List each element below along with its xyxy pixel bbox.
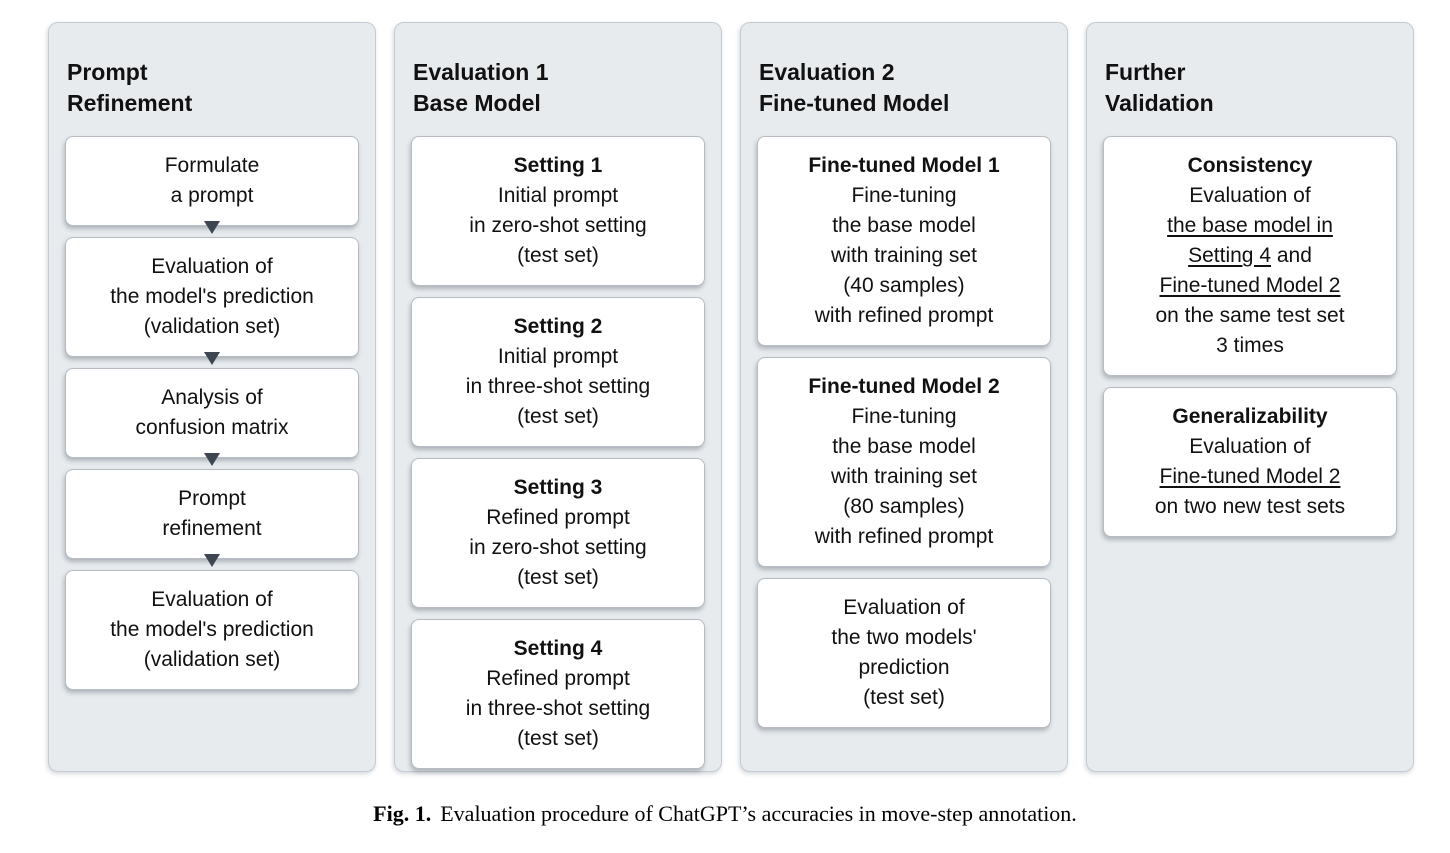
box-line: in three-shot setting xyxy=(465,375,651,398)
flow-box: Setting 1 Initial prompt in zero-shot sett… xyxy=(411,136,705,286)
caption-text: Evaluation procedure of ChatGPT’s accura… xyxy=(440,801,1077,826)
box-line: confusion matrix xyxy=(135,416,289,439)
box-line: (validation set) xyxy=(143,315,281,338)
box-line: the base model in xyxy=(1167,214,1333,237)
arrow-down-icon xyxy=(204,352,220,365)
box-line: Evaluation of xyxy=(843,596,965,619)
flow-box: Analysis of confusion matrix xyxy=(65,368,359,466)
arrow-down-icon xyxy=(204,221,220,234)
box-line: Initial prompt xyxy=(497,184,619,207)
box-line: Refined prompt xyxy=(486,667,630,690)
box-line: refinement xyxy=(162,517,262,540)
box-line: Generalizability xyxy=(1172,405,1328,428)
box-line: (80 samples) xyxy=(843,495,965,518)
box-line: Fine-tuning xyxy=(851,405,957,428)
box-line: the base model xyxy=(832,435,976,458)
box-line: Evaluation of xyxy=(1189,435,1311,458)
box-line: Fine-tuning xyxy=(851,184,957,207)
box-line: Consistency xyxy=(1187,154,1313,177)
box-line: (40 samples) xyxy=(843,274,965,297)
caption-label: Fig. 1. xyxy=(373,801,432,826)
flow-box: Evaluation of the two models' prediction (t… xyxy=(757,578,1051,728)
box-line: Fine-tuned Model 2 xyxy=(808,375,1000,398)
flow-box: Setting 3 Refined prompt in zero-shot sett… xyxy=(411,458,705,608)
box-line: the two models' xyxy=(831,626,977,649)
box-line: Evaluation of xyxy=(1189,184,1311,207)
box-line: Refined prompt xyxy=(486,506,630,529)
box-line: in zero-shot setting xyxy=(469,536,647,559)
flow-box: Evaluation of the model's prediction (vali… xyxy=(65,237,359,365)
box-line: on two new test sets xyxy=(1154,495,1346,518)
arrow-down-icon xyxy=(204,554,220,567)
box-line: (test set) xyxy=(517,244,599,267)
box-line: Prompt xyxy=(178,487,246,510)
panel-title: Further Validation xyxy=(1105,59,1214,116)
box-line: Setting 4 xyxy=(513,637,603,660)
box-line: Fine-tuned Model 1 xyxy=(808,154,1000,177)
box-line: Setting 2 xyxy=(513,315,603,338)
box-line: Setting 4 and xyxy=(1188,244,1312,267)
box-line: a prompt xyxy=(170,184,254,207)
box-line: with refined prompt xyxy=(814,304,994,327)
box-line: (validation set) xyxy=(143,648,281,671)
panel-title: Evaluation 2 Fine-tuned Model xyxy=(759,59,950,116)
panel-title: Evaluation 1 Base Model xyxy=(413,59,549,116)
box-line: with training set xyxy=(831,244,977,267)
flow-box: Prompt refinement xyxy=(65,469,359,567)
box-line: 3 times xyxy=(1216,334,1284,357)
box-line: Formulate xyxy=(164,154,260,177)
box-line: (test set) xyxy=(517,405,599,428)
box-line: with training set xyxy=(831,465,977,488)
box-line: in three-shot setting xyxy=(465,697,651,720)
box-line: Analysis of xyxy=(161,386,263,409)
flow-box: Setting 2 Initial prompt in three-shot set… xyxy=(411,297,705,447)
box-line: Setting 1 xyxy=(513,154,603,177)
box-line: the model's prediction xyxy=(110,285,314,308)
box-line: Fine-tuned Model 2 xyxy=(1159,465,1341,488)
flow-box: Fine-tuned Model 2 Fine-tuning the base mo… xyxy=(757,357,1051,567)
box-line: in zero-shot setting xyxy=(469,214,647,237)
panel-title: Prompt Refinement xyxy=(67,59,193,116)
box-line: Evaluation of xyxy=(151,255,273,278)
figure-caption: Fig. 1. Evaluation procedure of ChatGPT’s… xyxy=(0,801,1450,827)
box-line: Initial prompt xyxy=(497,345,619,368)
flow-box: Formulate a prompt xyxy=(65,136,359,234)
box-line: Evaluation of xyxy=(151,588,273,611)
flow-box: Setting 4 Refined prompt in three-shot set… xyxy=(411,619,705,769)
box-line: the base model xyxy=(832,214,976,237)
box-line: Setting 3 xyxy=(513,476,603,499)
box-line: the model's prediction xyxy=(110,618,314,641)
arrow-down-icon xyxy=(204,453,220,466)
box-line: (test set) xyxy=(863,686,945,709)
box-line: Fine-tuned Model 2 xyxy=(1159,274,1341,297)
box-line: on the same test set xyxy=(1155,304,1345,327)
flow-box: Fine-tuned Model 1 Fine-tuning the base mo… xyxy=(757,136,1051,346)
box-line: with refined prompt xyxy=(814,525,994,548)
flow-box: Evaluation of the model's prediction (vali… xyxy=(65,570,359,690)
box-line: (test set) xyxy=(517,727,599,750)
box-line: (test set) xyxy=(517,566,599,589)
box-line: prediction xyxy=(858,656,950,679)
